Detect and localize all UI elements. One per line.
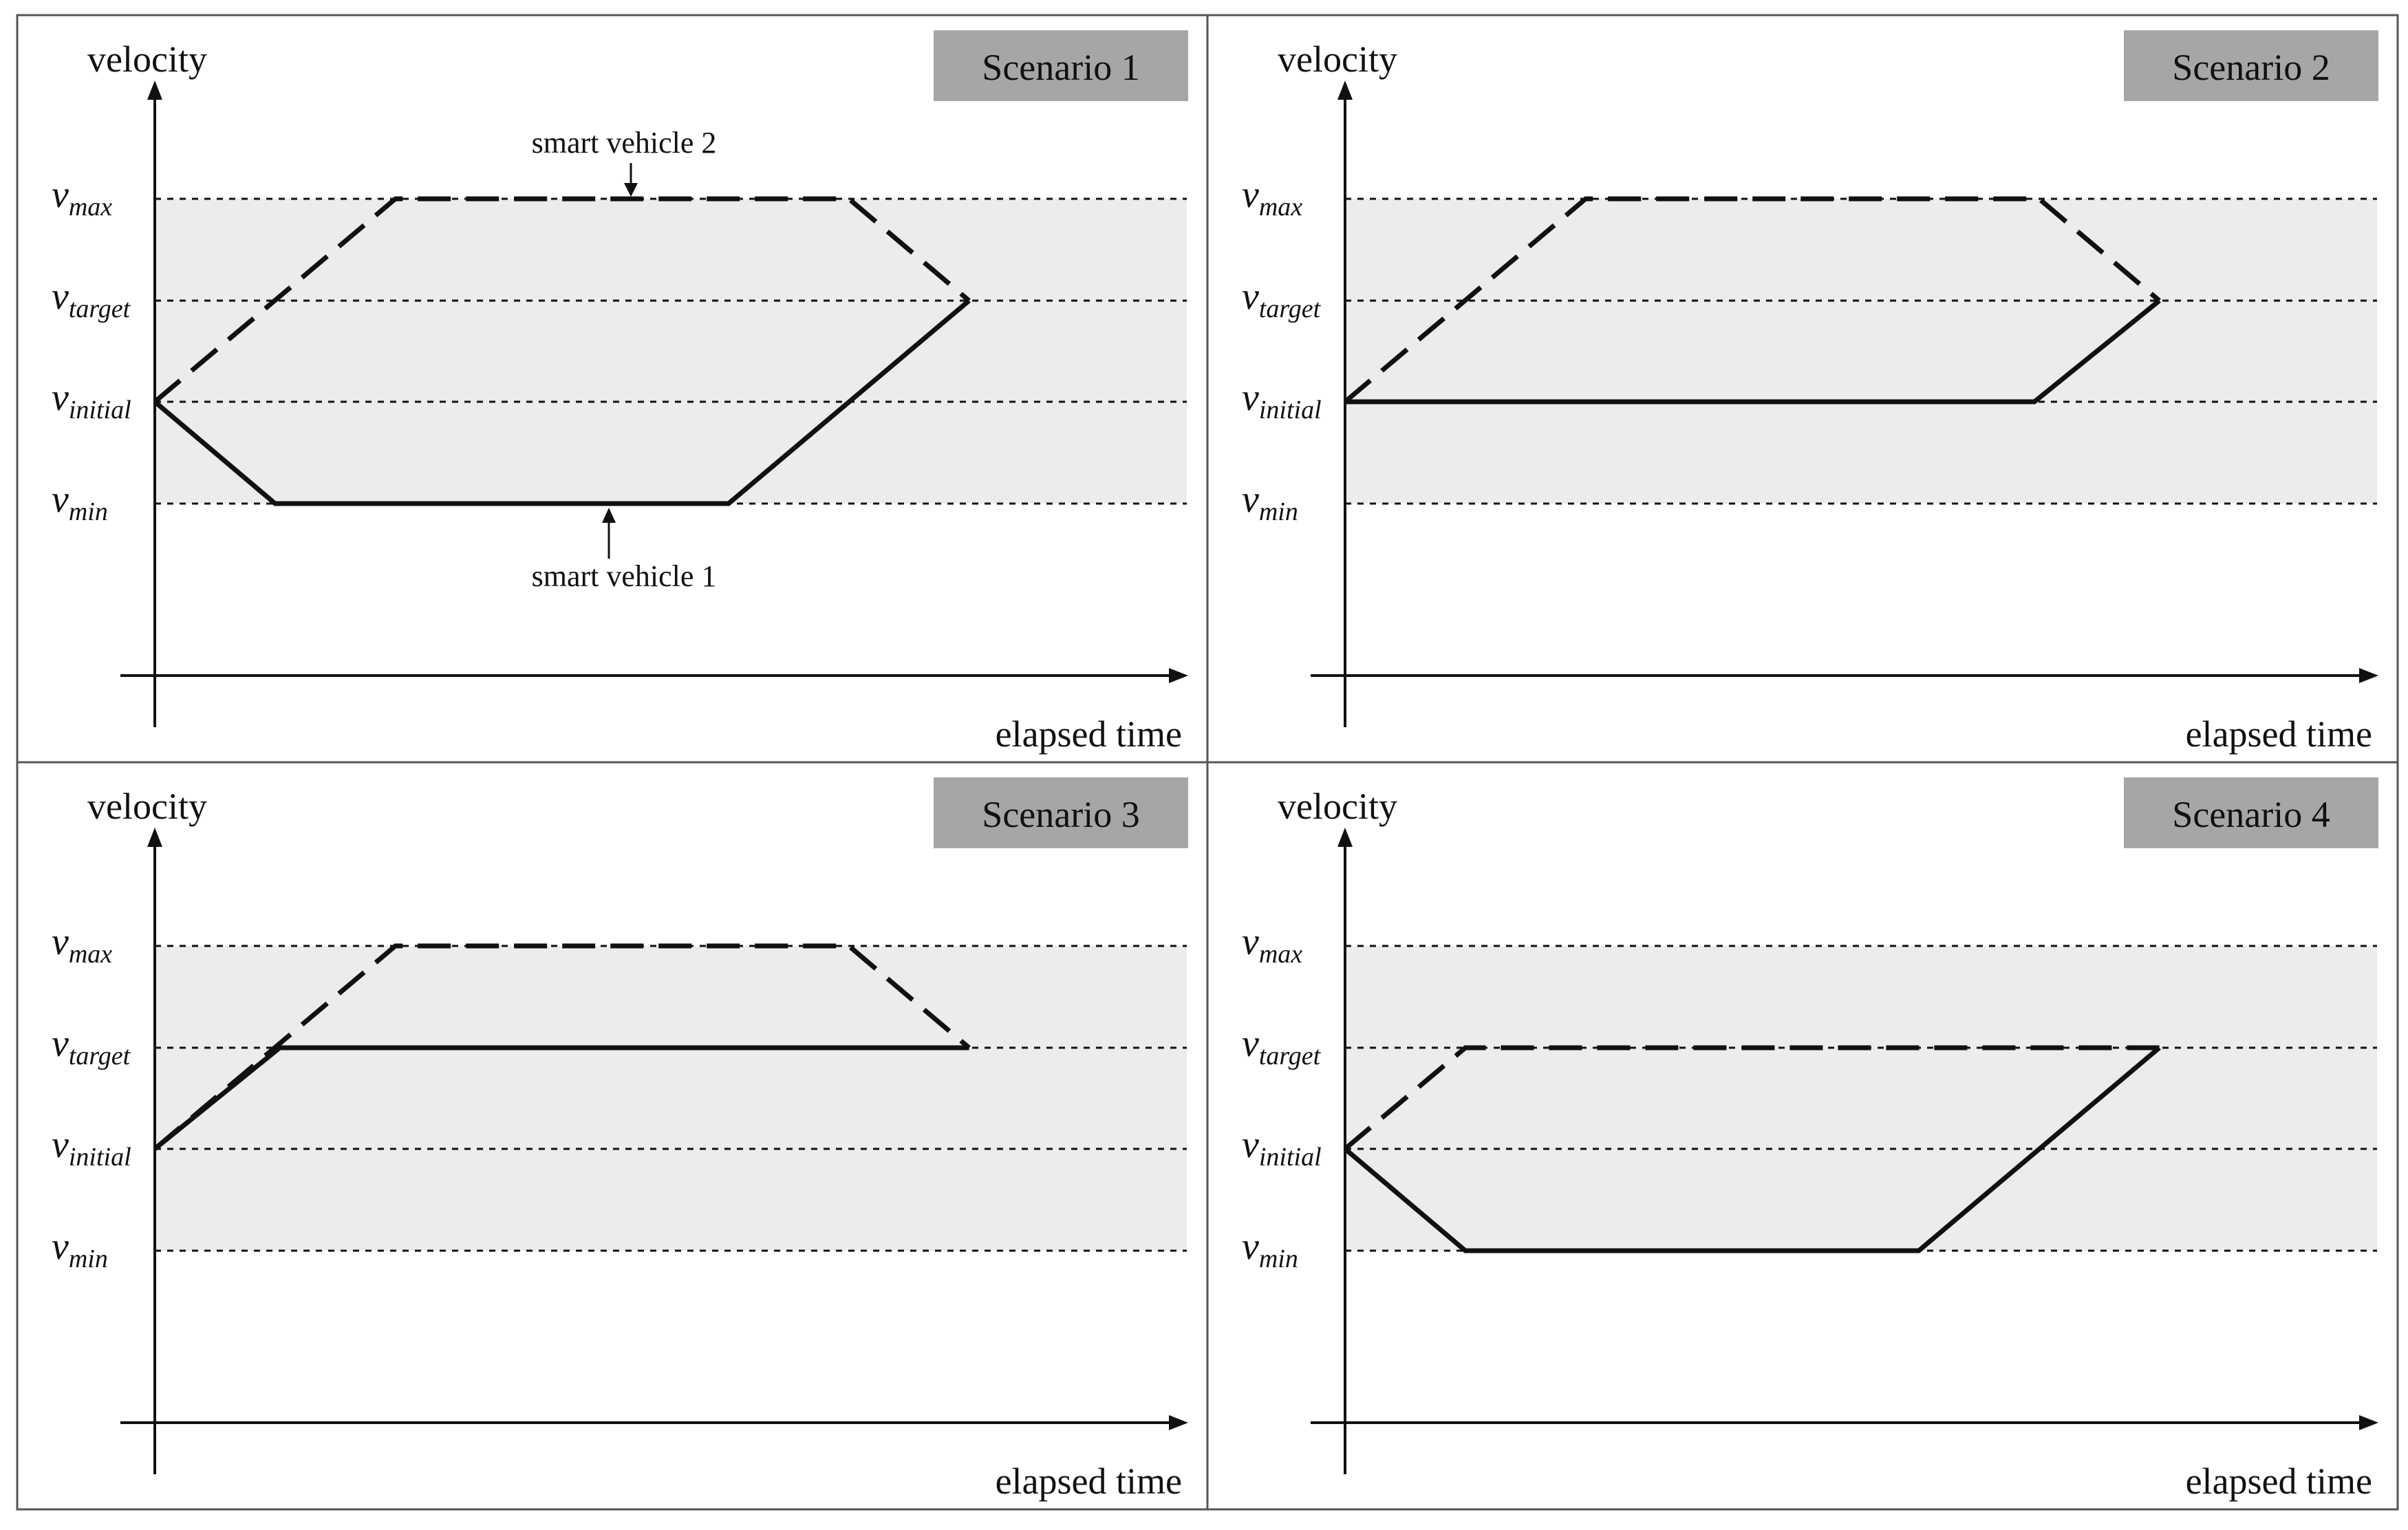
velocity-band [1345, 199, 2377, 504]
y-axis-label: velocity [87, 786, 207, 827]
x-axis-arrowhead [1169, 668, 1188, 683]
level-label-v-target: vtarget [52, 1022, 131, 1070]
level-label-v-max: vmax [52, 920, 112, 969]
scenario-panel: vmax vtarget vinitial vmin velocity elapsed t… [1206, 14, 2399, 764]
smart-vehicle-2-trajectory [153, 196, 971, 404]
level-label-v-target: vtarget [1242, 275, 1322, 323]
level-label-v-min: vmin [52, 478, 108, 526]
x-axis-label: elapsed time [996, 1461, 1182, 1502]
level-label-v-initial: vinitial [52, 376, 131, 424]
x-axis-label: elapsed time [2186, 1461, 2372, 1502]
smart-vehicle-1-trajectory [1345, 299, 2161, 405]
scenario-badge [934, 30, 1188, 101]
y-axis-arrowhead [1337, 80, 1353, 100]
y-axis-label: velocity [1278, 39, 1397, 80]
level-label-v-initial: vinitial [1242, 376, 1322, 424]
smart-vehicle-2-trajectory [153, 943, 971, 1151]
annotation-arrowhead-vehicle-1 [602, 508, 616, 523]
smart-vehicle-1-trajectory [153, 299, 971, 506]
scenario-badge [2124, 30, 2378, 101]
velocity-band [1345, 946, 2377, 1251]
scenario-title: Scenario 4 [2172, 794, 2330, 835]
level-label-v-max: vmax [1242, 920, 1302, 969]
y-axis-label: velocity [1278, 786, 1397, 827]
x-axis-arrowhead [1169, 1415, 1188, 1430]
x-axis-arrowhead [2359, 1415, 2378, 1430]
y-axis-arrowhead [147, 80, 162, 100]
level-label-v-initial: vinitial [1242, 1123, 1322, 1172]
annotation-smart-vehicle-2: smart vehicle 2 [532, 126, 717, 160]
level-label-v-min: vmin [1242, 478, 1298, 526]
level-label-v-min: vmin [1242, 1225, 1298, 1273]
scenario-badge [934, 777, 1188, 848]
annotation-arrowhead-vehicle-2 [624, 183, 638, 197]
level-label-v-max: vmax [52, 173, 112, 222]
smart-vehicle-1-trajectory [1343, 1046, 2161, 1253]
velocity-band [155, 946, 1187, 1251]
level-label-v-target: vtarget [52, 275, 131, 323]
smart-vehicle-2-trajectory [1343, 196, 2161, 404]
scenario-title: Scenario 3 [982, 794, 1139, 835]
scenario-badge [2124, 777, 2378, 848]
y-axis-label: velocity [87, 39, 207, 80]
x-axis-label: elapsed time [2186, 713, 2372, 755]
x-axis-label: elapsed time [996, 713, 1182, 755]
y-axis-arrowhead [1337, 828, 1353, 847]
level-label-v-initial: vinitial [52, 1123, 131, 1172]
y-axis-arrowhead [147, 828, 162, 847]
smart-vehicle-1-trajectory [153, 1045, 969, 1151]
scenario-title: Scenario 1 [982, 47, 1139, 88]
annotation-smart-vehicle-1: smart vehicle 1 [532, 559, 717, 593]
scenario-panel: vmax vtarget vinitial vmin velocity elapsed t… [1206, 761, 2399, 1511]
scenario-title: Scenario 2 [2172, 47, 2330, 88]
level-label-v-max: vmax [1242, 173, 1302, 222]
scenario-panel: vmax vtarget vinitial vmin velocity elapsed t… [16, 761, 1209, 1511]
scenario-panel: vmax vtarget vinitial vmin velocity elapsed t… [16, 14, 1209, 764]
x-axis-arrowhead [2359, 668, 2378, 683]
level-label-v-target: vtarget [1242, 1022, 1322, 1070]
figure-frame [16, 14, 2399, 1511]
smart-vehicle-2-trajectory [1343, 1045, 2160, 1151]
level-label-v-min: vmin [52, 1225, 108, 1273]
velocity-band [155, 199, 1187, 504]
